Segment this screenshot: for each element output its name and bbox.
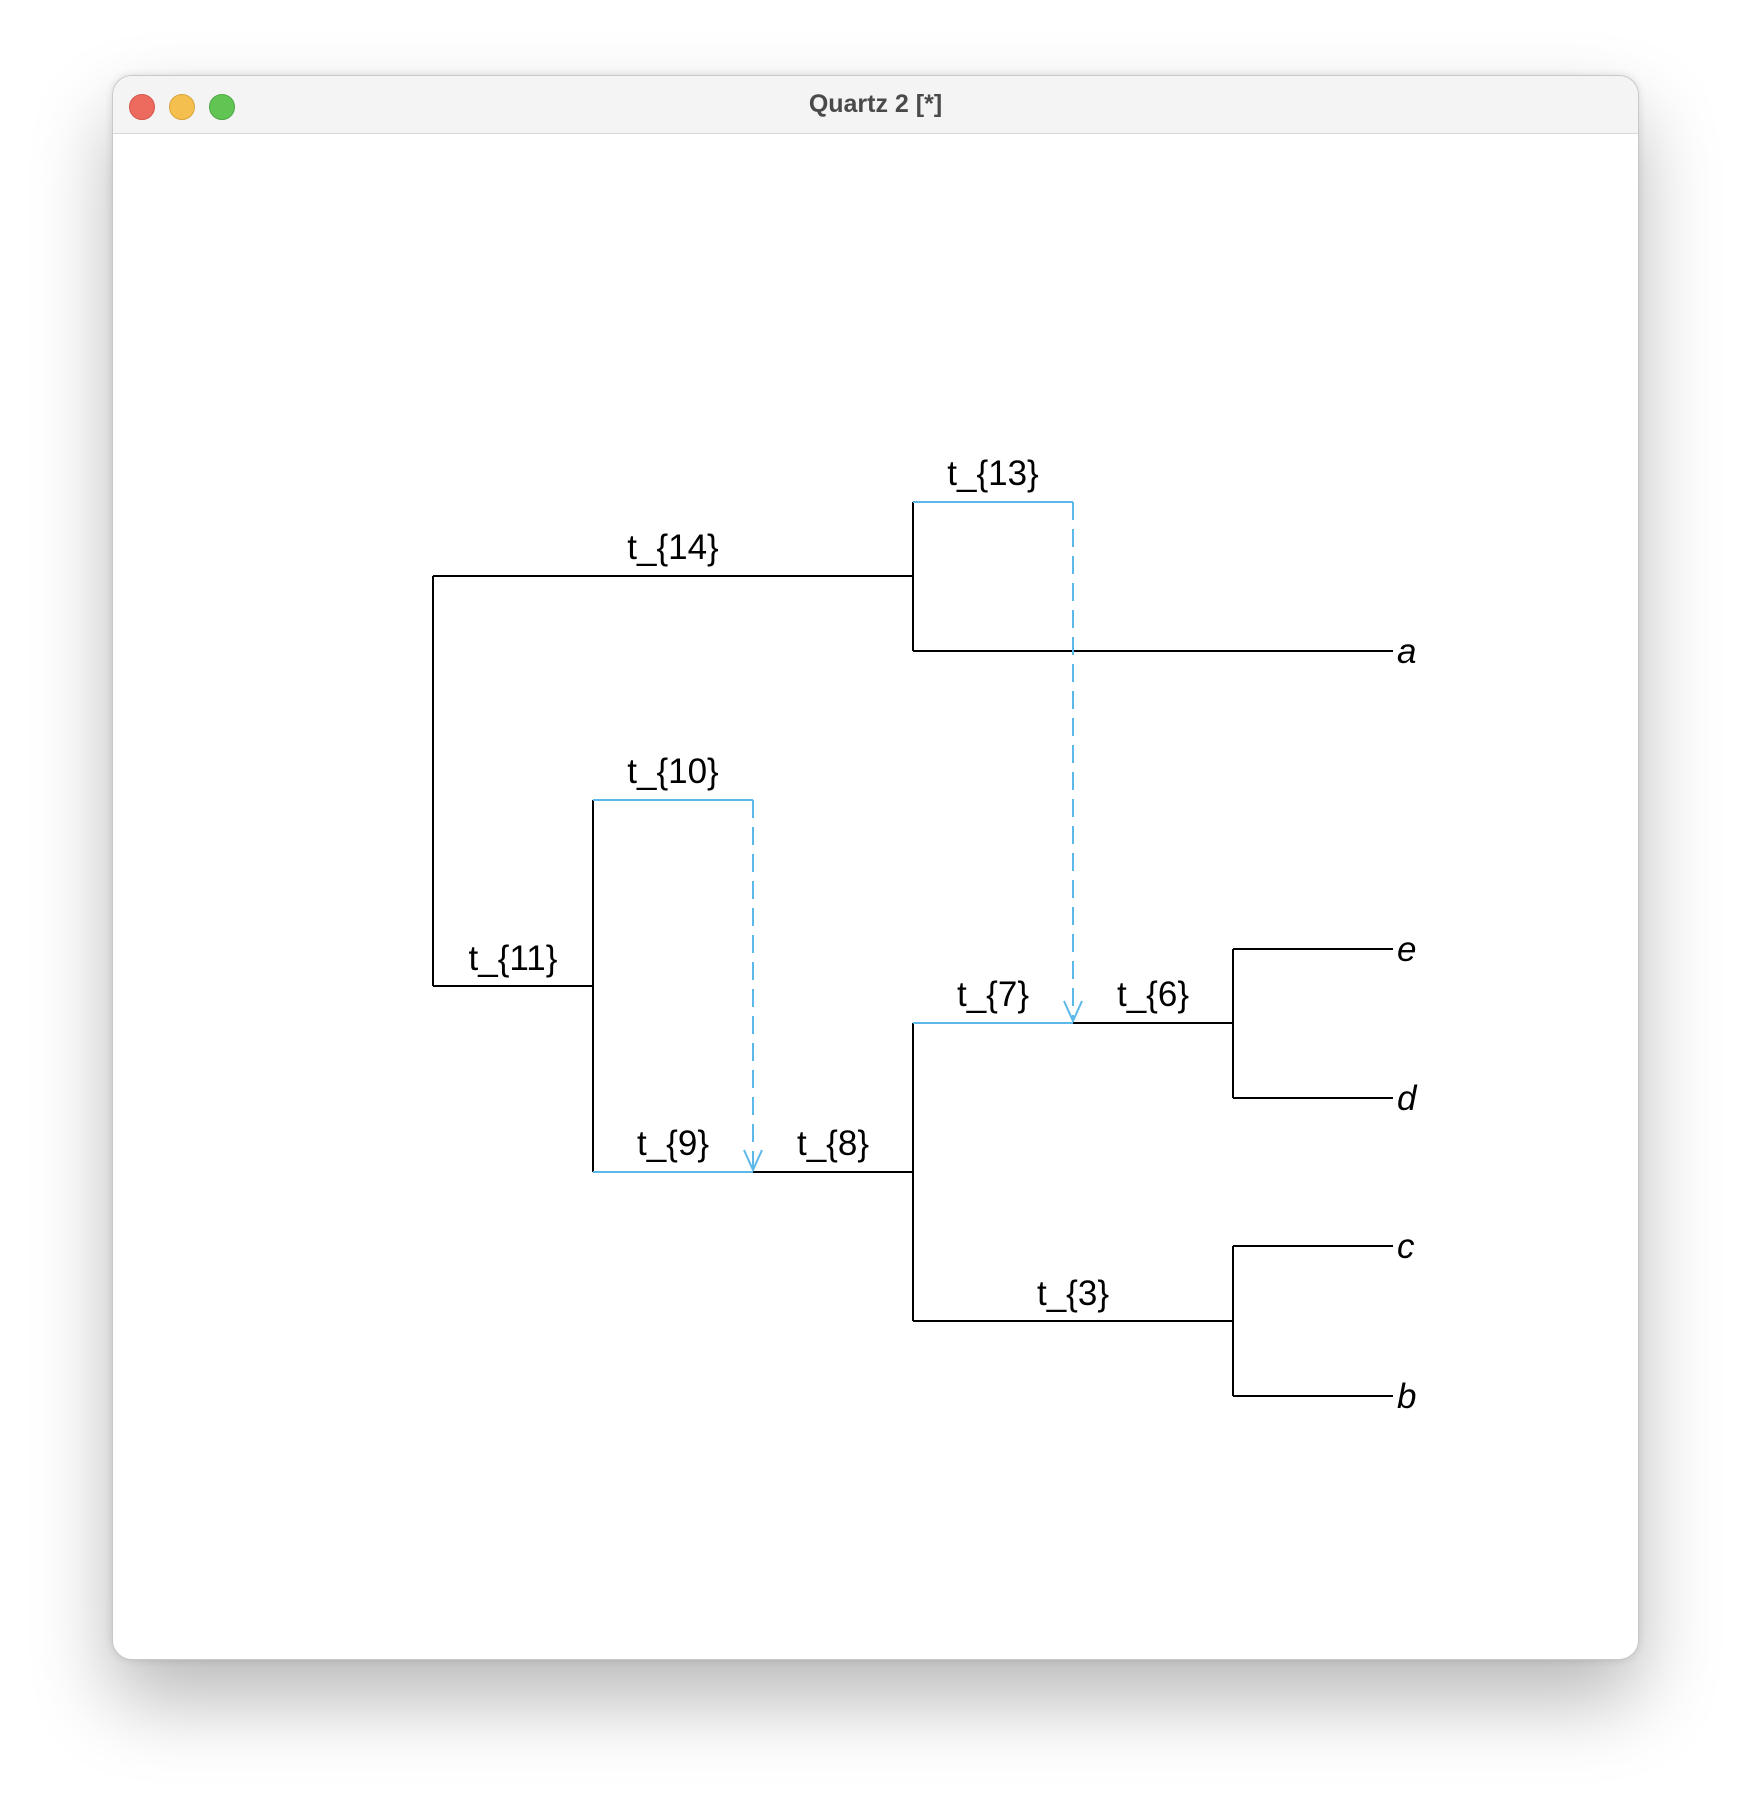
label-t3: t_{3}	[1037, 1274, 1109, 1313]
tip-labels: a e d c b	[1397, 632, 1418, 1416]
zoom-button[interactable]	[209, 94, 235, 120]
label-t14: t_{14}	[627, 528, 719, 567]
label-t13: t_{13}	[947, 454, 1039, 493]
tree-edges	[432, 502, 1393, 1397]
phylogenetic-network: t_{14} t_{13} t_{11} t_{10} t_{9} t_{8} …	[432, 454, 1418, 1416]
quartz-window: Quartz 2 [*]	[112, 75, 1639, 1660]
arrow-head-t10	[743, 1149, 763, 1173]
label-t7: t_{7}	[957, 975, 1029, 1014]
tip-label-a: a	[1397, 632, 1416, 671]
tip-label-b: b	[1397, 1377, 1416, 1416]
plot-canvas: t_{14} t_{13} t_{11} t_{10} t_{9} t_{8} …	[113, 134, 1638, 1659]
title-bar[interactable]: Quartz 2 [*]	[113, 76, 1638, 134]
minimize-button[interactable]	[169, 94, 195, 120]
close-button[interactable]	[129, 94, 155, 120]
tip-label-e: e	[1397, 930, 1416, 969]
tip-label-c: c	[1397, 1227, 1415, 1266]
tip-label-d: d	[1397, 1079, 1418, 1118]
edge-labels: t_{14} t_{13} t_{11} t_{10} t_{9} t_{8} …	[469, 454, 1190, 1313]
label-t6: t_{6}	[1117, 975, 1189, 1014]
label-t10: t_{10}	[627, 752, 719, 791]
label-t11: t_{11}	[469, 939, 558, 978]
label-t9: t_{9}	[637, 1124, 709, 1163]
arrow-head-t13	[1063, 1000, 1083, 1024]
reticulation-edges	[593, 501, 1083, 1173]
label-t8: t_{8}	[797, 1124, 869, 1163]
window-title: Quartz 2 [*]	[808, 90, 943, 118]
